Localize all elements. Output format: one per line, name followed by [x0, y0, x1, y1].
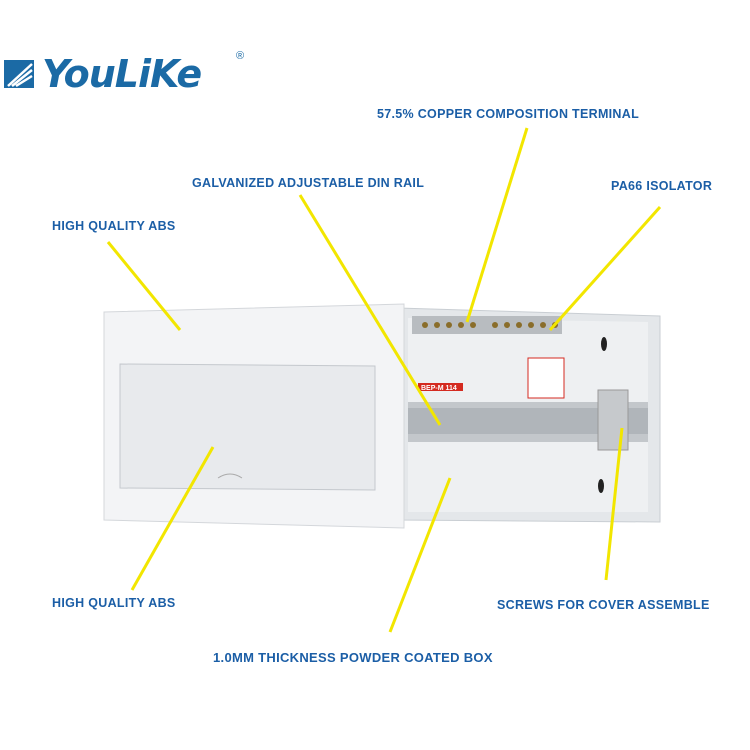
label-din-rail: GALVANIZED ADJUSTABLE DIN RAIL — [192, 176, 425, 190]
metal-box: BEP-M 114 — [397, 307, 661, 523]
label-box-thickness: 1.0MM THICKNESS POWDER COATED BOX — [213, 650, 493, 665]
label-abs-bottom: HIGH QUALITY ABS — [52, 596, 176, 610]
label-abs-top: HIGH QUALITY ABS — [52, 219, 176, 233]
label-screws: SCREWS FOR COVER ASSEMBLE — [497, 598, 710, 612]
pointer-lines — [106, 127, 662, 633]
label-pa66-isolator: PA66 ISOLATOR — [611, 179, 713, 193]
logo-mark-icon — [4, 60, 34, 88]
logo-text: YouLiKe — [42, 52, 202, 96]
terminal-block — [412, 316, 562, 334]
model-tag — [418, 383, 463, 391]
label-copper-terminal: 57.5% COPPER COMPOSITION TERMINAL — [377, 107, 640, 121]
brand-logo: YouLiKe — [2, 52, 202, 96]
registered-mark: ® — [236, 50, 245, 62]
model-text: BEP-M 114 — [421, 385, 457, 392]
abs-cover — [103, 303, 405, 529]
